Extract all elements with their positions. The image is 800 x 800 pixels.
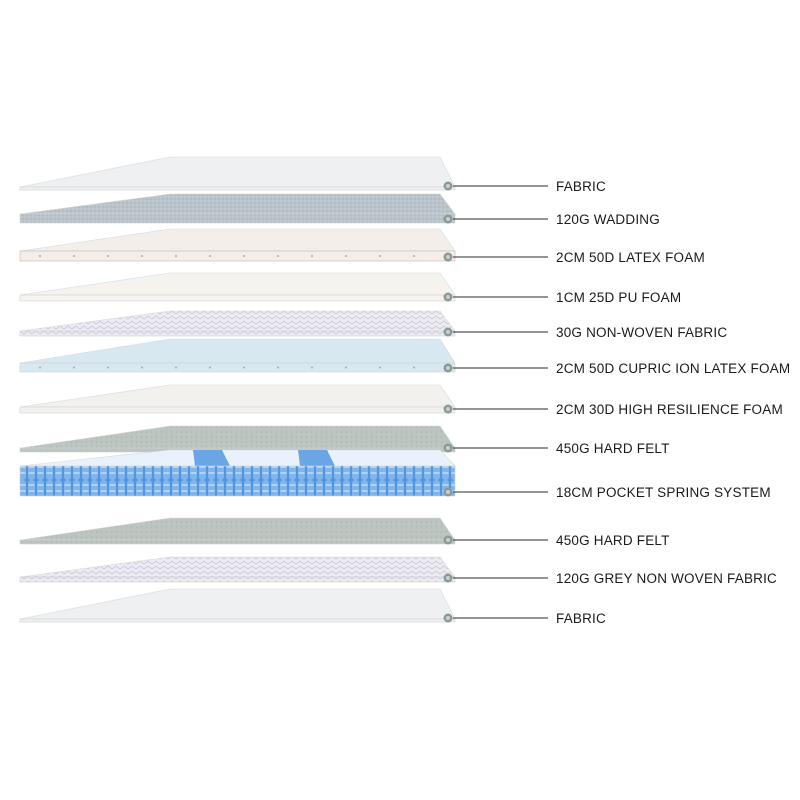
pinhole (73, 366, 75, 369)
layer-9: 18CM POCKET SPRING SYSTEM (19, 449, 771, 500)
layer-top-surface (19, 338, 456, 364)
layer-marker-dot-center (446, 538, 450, 542)
layer-marker-dot-center (446, 366, 450, 370)
layer-label: FABRIC (556, 611, 606, 626)
layer-label: 120G GREY NON WOVEN FABRIC (556, 571, 777, 586)
layer-10: 450G HARD FELT (19, 517, 670, 548)
pinhole (243, 366, 245, 369)
pinhole (141, 366, 143, 369)
pinhole (243, 255, 245, 257)
pinhole (277, 255, 279, 257)
layer-label: 120G WADDING (556, 212, 660, 227)
layer-label: 450G HARD FELT (556, 533, 670, 548)
layer-marker-dot-center (446, 616, 450, 620)
layer-marker-dot-center (446, 330, 450, 334)
pinhole (345, 366, 347, 369)
layer-top-surface (19, 517, 456, 541)
pinhole (107, 366, 109, 369)
pinhole (175, 255, 177, 257)
layer-11: 120G GREY NON WOVEN FABRIC (19, 556, 777, 586)
pinhole (413, 366, 415, 369)
layer-marker-dot-center (446, 446, 450, 450)
layer-top-surface (19, 384, 456, 408)
layer-front-edge (19, 465, 456, 497)
pinhole (73, 255, 75, 257)
layers-group: FABRIC 120G WADDING 2CM 50D LATEX FOAM 1CM … (19, 156, 790, 626)
layer-top-surface (19, 556, 456, 578)
layer-top-surface (19, 228, 456, 252)
pinhole (345, 255, 347, 257)
layer-top-surface (19, 588, 456, 620)
pinhole (107, 255, 109, 257)
layer-front-edge (19, 186, 456, 191)
layer-front-edge (19, 406, 456, 414)
pinhole (311, 255, 313, 257)
layer-1: FABRIC (19, 156, 606, 194)
pinhole (209, 255, 211, 257)
layer-label: 18CM POCKET SPRING SYSTEM (556, 485, 771, 500)
layer-label: 2CM 50D LATEX FOAM (556, 250, 705, 265)
layer-5: 30G NON-WOVEN FABRIC (19, 310, 727, 340)
pinhole (209, 366, 211, 369)
layer-marker-dot-center (446, 490, 450, 494)
layer-label: 2CM 50D CUPRIC ION LATEX FOAM (556, 361, 790, 376)
layer-2: 120G WADDING (19, 193, 660, 227)
layer-top-surface (19, 310, 456, 332)
pinhole (39, 255, 41, 257)
layer-top-surface (19, 156, 456, 188)
pinhole (379, 366, 381, 369)
pinhole (413, 255, 415, 257)
pinhole (379, 255, 381, 257)
layer-front-edge (19, 330, 456, 337)
layer-12: FABRIC (19, 588, 606, 626)
layer-front-edge (19, 362, 456, 373)
layer-4: 1CM 25D PU FOAM (19, 272, 681, 305)
layer-front-edge (19, 294, 456, 302)
layer-top-surface (19, 425, 456, 449)
pinhole (277, 366, 279, 369)
layer-front-edge (19, 576, 456, 583)
layer-front-edge (19, 213, 456, 224)
layer-marker-dot-center (446, 576, 450, 580)
layer-top-surface (19, 193, 456, 215)
layer-marker-dot-center (446, 255, 450, 259)
layer-marker-dot-center (446, 407, 450, 411)
layer-front-edge (19, 539, 456, 545)
layer-front-edge (19, 618, 456, 623)
pinhole (175, 366, 177, 369)
layer-top-surface (19, 272, 456, 296)
layer-marker-dot-center (446, 217, 450, 221)
layer-top-surface (19, 449, 456, 467)
spring-top-stripe (298, 450, 335, 466)
layer-marker-dot-center (446, 295, 450, 299)
pinhole (39, 366, 41, 369)
spring-top-stripe (193, 450, 230, 466)
layer-label: FABRIC (556, 179, 606, 194)
layer-6: 2CM 50D CUPRIC ION LATEX FOAM (19, 338, 790, 376)
layer-label: 2CM 30D HIGH RESILIENCE FOAM (556, 402, 783, 417)
pinhole (141, 255, 143, 257)
layer-label: 1CM 25D PU FOAM (556, 290, 681, 305)
layer-marker-dot-center (446, 184, 450, 188)
layer-label: 450G HARD FELT (556, 441, 670, 456)
layer-7: 2CM 30D HIGH RESILIENCE FOAM (19, 384, 783, 417)
layer-3: 2CM 50D LATEX FOAM (19, 228, 705, 265)
layer-label: 30G NON-WOVEN FABRIC (556, 325, 727, 340)
layer-front-edge (19, 250, 456, 262)
pinhole (311, 366, 313, 369)
